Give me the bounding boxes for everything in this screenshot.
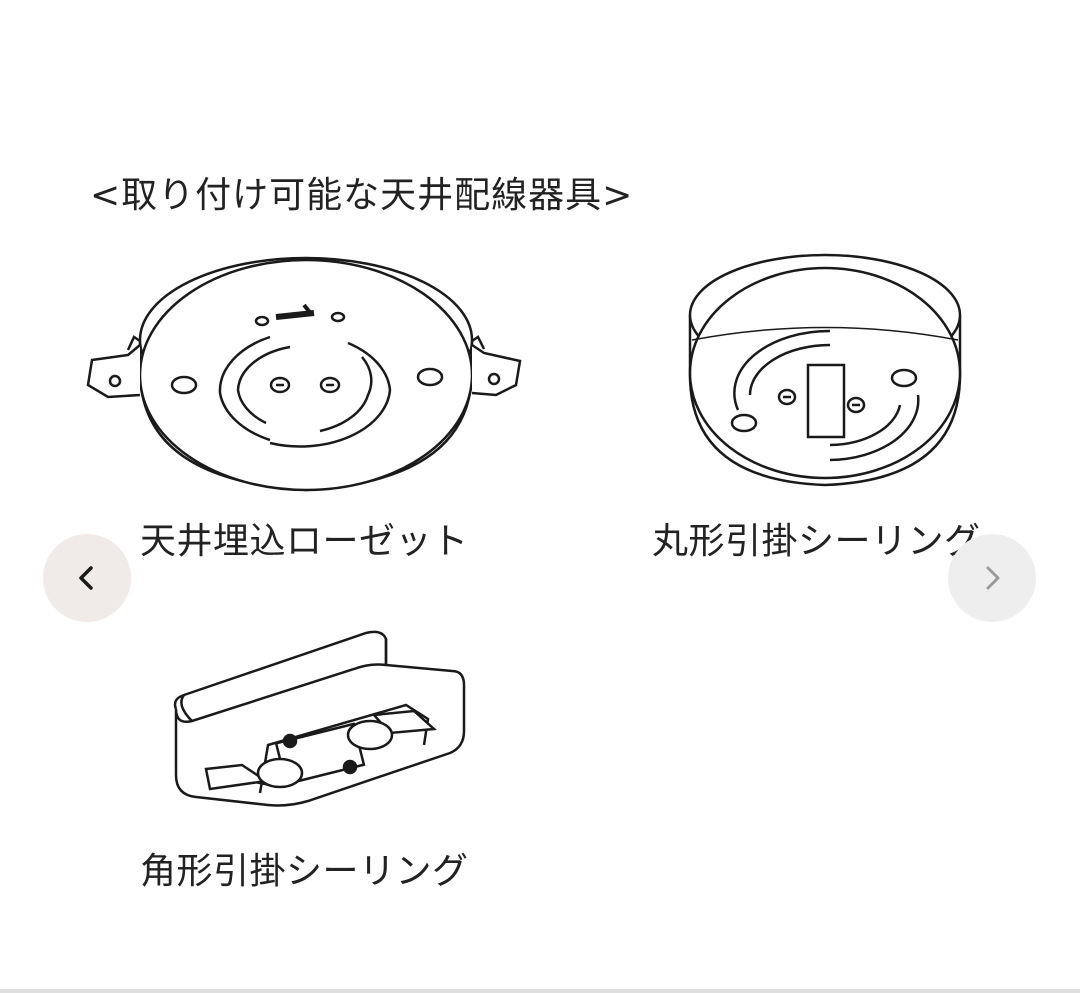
chevron-right-icon [986,566,1000,590]
previous-button[interactable] [43,534,131,622]
bottom-divider [0,989,1080,993]
section-heading: <取り付け可能な天井配線器具> [90,175,634,216]
item-label-round-ceiling-hook: 丸形引掛シーリング [652,521,981,562]
recessed-rosette-illustration [80,245,530,505]
square-ceiling-hook-illustration [170,625,470,815]
round-ceiling-hook-illustration [680,245,970,495]
item-label-square-ceiling-hook: 角形引掛シーリング [140,851,469,892]
item-label-recessed-rosette: 天井埋込ローゼット [140,521,469,562]
chevron-left-icon [79,566,93,590]
next-button[interactable] [948,534,1036,622]
